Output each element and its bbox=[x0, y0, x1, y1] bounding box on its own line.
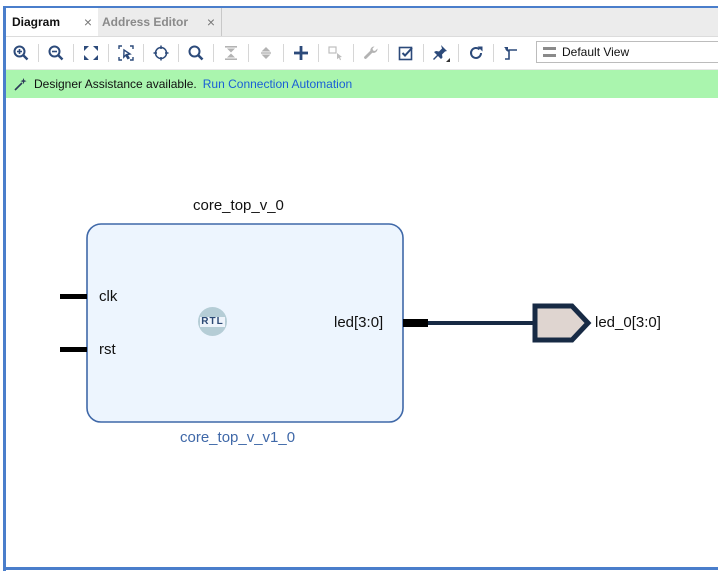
customize-button[interactable] bbox=[358, 40, 384, 66]
pin-led-stub[interactable] bbox=[403, 319, 428, 327]
zoom-in-button[interactable] bbox=[8, 40, 34, 66]
pin-label-led: led[3:0] bbox=[334, 314, 384, 331]
run-connection-automation-link[interactable]: Run Connection Automation bbox=[202, 77, 353, 91]
toolbar-separator bbox=[493, 44, 494, 62]
pin-label-rst: rst bbox=[99, 341, 116, 358]
zoom-fit-button[interactable] bbox=[78, 40, 104, 66]
toolbar-separator bbox=[73, 44, 74, 62]
pin-rst-stub[interactable] bbox=[60, 347, 87, 352]
expand-all-button[interactable] bbox=[253, 40, 279, 66]
rtl-badge-text: RTL bbox=[200, 315, 225, 327]
window-border-bottom bbox=[3, 567, 718, 570]
crosshair-icon bbox=[153, 45, 169, 61]
routing-icon bbox=[504, 47, 517, 60]
ip-instance-title: core_top_v_0 bbox=[193, 197, 284, 214]
toolbar-separator bbox=[388, 44, 389, 62]
pin-label-clk: clk bbox=[99, 288, 118, 305]
toolbar-separator bbox=[458, 44, 459, 62]
toolbar-separator bbox=[108, 44, 109, 62]
diagram-svg bbox=[60, 223, 592, 423]
search-icon bbox=[188, 45, 204, 61]
fit-icon bbox=[84, 46, 98, 60]
tab-diagram[interactable]: Diagram × bbox=[6, 8, 98, 36]
tab-label: Address Editor bbox=[102, 15, 189, 29]
view-select-value: Default View bbox=[562, 45, 630, 59]
pin-clk-stub[interactable] bbox=[60, 294, 87, 299]
external-port-led[interactable] bbox=[532, 303, 592, 343]
validate-design-button[interactable] bbox=[393, 40, 419, 66]
collapse-all-button[interactable] bbox=[218, 40, 244, 66]
add-ip-button[interactable] bbox=[288, 40, 314, 66]
zoom-in-icon bbox=[13, 45, 29, 61]
ip-block-name: core_top_v_v1_0 bbox=[180, 429, 296, 446]
wrench-icon bbox=[364, 46, 378, 59]
assist-message: Designer Assistance available. bbox=[34, 77, 197, 91]
port-label-led-0: led_0[3:0] bbox=[595, 314, 661, 331]
zoom-out-icon bbox=[48, 45, 64, 61]
zoom-area-icon bbox=[118, 45, 134, 61]
pin-options-button[interactable] bbox=[428, 40, 454, 66]
toolbar-separator bbox=[248, 44, 249, 62]
toolbar-separator bbox=[213, 44, 214, 62]
auto-fit-selection-button[interactable] bbox=[148, 40, 174, 66]
connection-icon bbox=[328, 46, 342, 61]
zoom-area-button[interactable] bbox=[113, 40, 139, 66]
toolbar-separator bbox=[143, 44, 144, 62]
optimize-routing-button[interactable] bbox=[498, 40, 524, 66]
wand-icon bbox=[14, 78, 27, 91]
toolbar-separator bbox=[318, 44, 319, 62]
search-button[interactable] bbox=[183, 40, 209, 66]
window-border-left bbox=[3, 6, 6, 571]
toolbar-separator bbox=[178, 44, 179, 62]
toolbar-separator bbox=[283, 44, 284, 62]
diagram-canvas[interactable]: core_top_v_0 core_top_v_v1_0 clk rst led… bbox=[6, 98, 718, 567]
tab-bar: Diagram × Address Editor × bbox=[6, 8, 718, 37]
close-icon[interactable]: × bbox=[83, 14, 92, 30]
checkbox-icon bbox=[398, 46, 413, 61]
window-border-top bbox=[3, 6, 718, 8]
expand-icon bbox=[261, 47, 271, 59]
toolbar-separator bbox=[38, 44, 39, 62]
rtl-badge-icon: RTL bbox=[198, 307, 227, 336]
zoom-out-button[interactable] bbox=[43, 40, 69, 66]
collapse-icon bbox=[225, 46, 237, 60]
toolbar: Default View ▾ bbox=[6, 37, 718, 70]
tab-label: Diagram bbox=[12, 15, 61, 29]
view-layout-icon bbox=[543, 47, 556, 57]
plus-icon bbox=[294, 46, 308, 60]
view-select[interactable]: Default View ▾ bbox=[536, 41, 718, 63]
make-connection-button[interactable] bbox=[323, 40, 349, 66]
tab-address-editor[interactable]: Address Editor × bbox=[98, 8, 222, 36]
toolbar-separator bbox=[423, 44, 424, 62]
regenerate-layout-button[interactable] bbox=[463, 40, 489, 66]
refresh-icon bbox=[470, 46, 483, 59]
designer-assistance-bar: Designer Assistance available. Run Conne… bbox=[6, 70, 718, 98]
close-icon[interactable]: × bbox=[206, 14, 215, 30]
toolbar-separator bbox=[353, 44, 354, 62]
pin-icon bbox=[433, 45, 450, 62]
